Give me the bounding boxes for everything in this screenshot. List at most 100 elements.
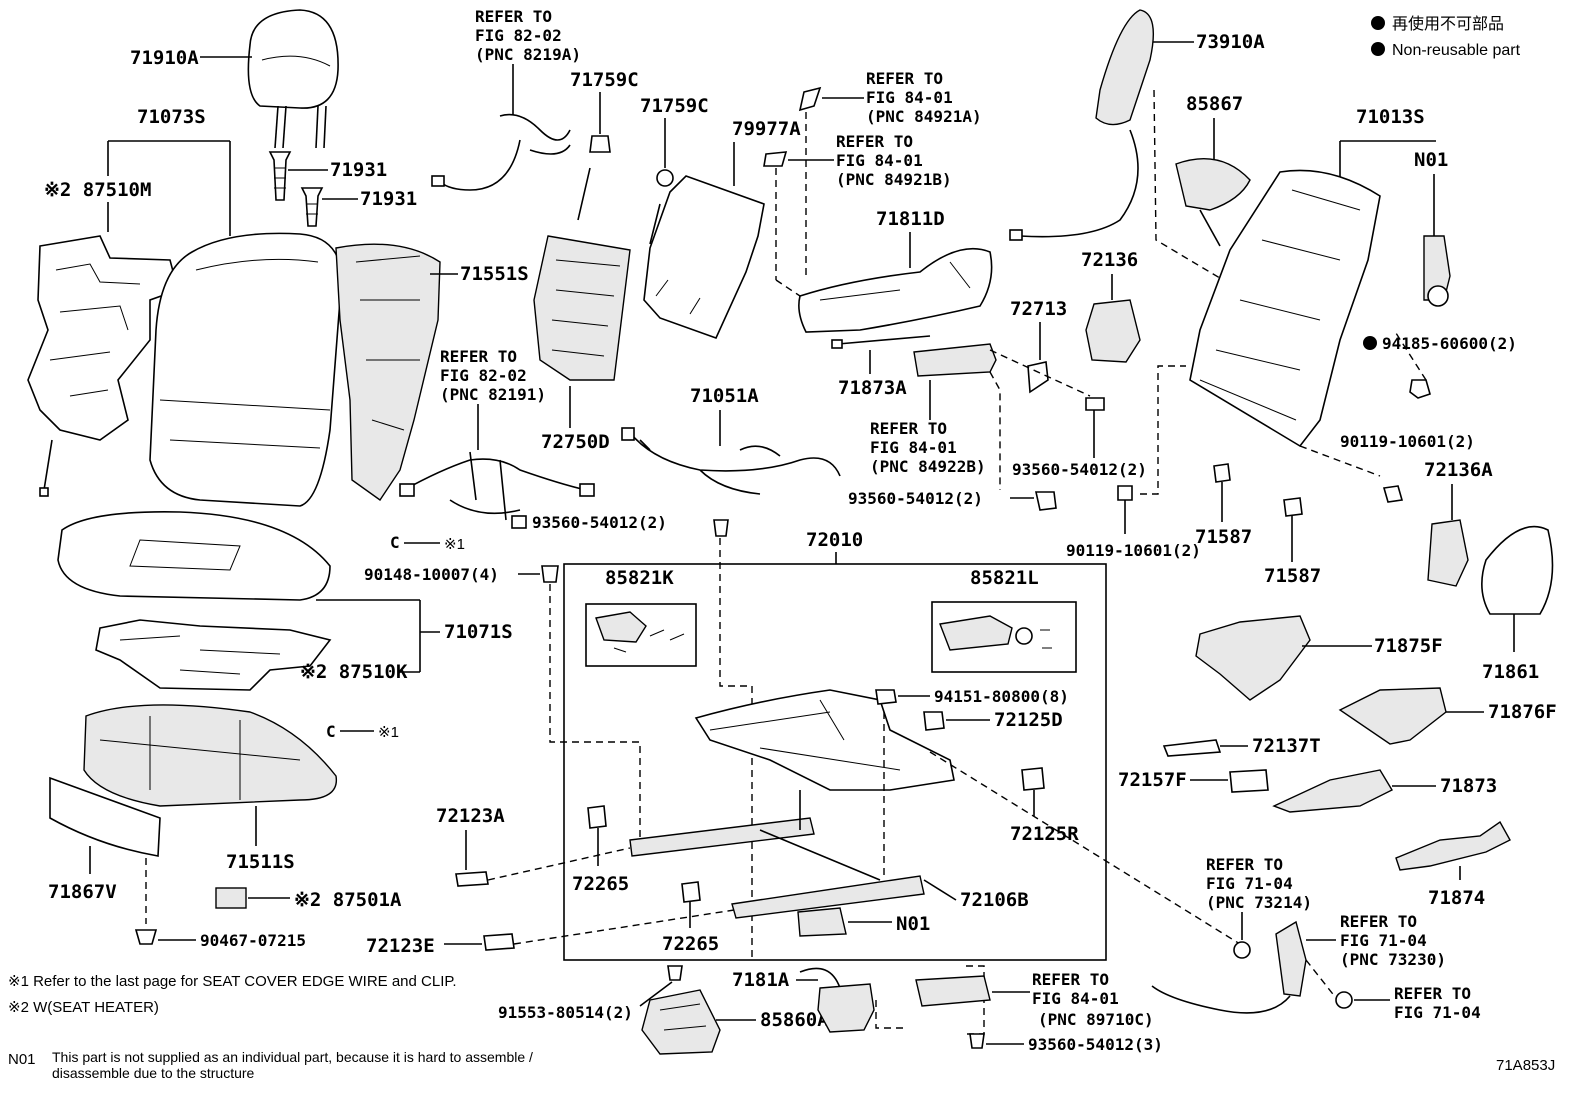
seat-side-cover-drawing	[1195, 615, 1311, 701]
clip-ref-note: ※1	[378, 724, 399, 741]
part-label-7181A: 7181A	[732, 969, 790, 991]
ref-fig-82-02b-line1: REFER TO	[440, 347, 517, 366]
non-reusable-marker-icon	[1371, 42, 1385, 56]
legend-jp: 再使用不可部品	[1392, 15, 1504, 33]
switch-bracket-drawing	[913, 343, 997, 377]
seat-side-cover-drawing	[1272, 769, 1393, 813]
footnote-n01-label: N01	[8, 1051, 36, 1068]
clip-drawing	[134, 929, 158, 945]
ref-fig-71-04c-line1: REFER TO	[1394, 984, 1471, 1003]
legend-en: Non-reusable part	[1392, 42, 1521, 59]
part-label-N01: N01	[896, 913, 930, 935]
part-label-85821L: 85821L	[970, 567, 1039, 589]
part-label-87510M: ※2 87510M	[44, 179, 151, 201]
headrest-drawing	[247, 9, 339, 149]
lifter-motor-drawing	[939, 615, 1052, 651]
part-label-71873: 71873	[1440, 775, 1497, 797]
part-label-71587: 71587	[1264, 565, 1321, 587]
switch-knob-drawing	[798, 86, 822, 112]
ref-fig-71-04a-line3: (PNC 73214)	[1206, 893, 1312, 912]
part-label-71759C: 71759C	[570, 69, 639, 91]
switch-assembly-drawing	[1427, 519, 1469, 587]
part-label-87501A: ※2 87501A	[294, 889, 402, 911]
ref-fig-84-01a-line3: (PNC 84921A)	[866, 107, 982, 126]
part-label-71931: 71931	[360, 188, 417, 210]
seat-harness-drawing	[399, 451, 595, 529]
part-label-90148-10007: 90148-10007(4)	[364, 565, 499, 584]
part-label-79977A: 79977A	[732, 118, 801, 140]
footnote-1: ※1 Refer to the last page for SEAT COVER…	[8, 973, 457, 990]
side-cover-drawing	[1481, 525, 1554, 615]
seat-cushion-cover-drawing	[57, 511, 331, 601]
non-reusable-marker-icon	[1371, 16, 1385, 30]
clip-drawing	[1213, 463, 1231, 483]
seat-frame-drawing	[629, 689, 955, 919]
control-module-drawing	[915, 975, 991, 1007]
part-label-72137T: 72137T	[1252, 735, 1321, 757]
front-trim-drawing	[49, 776, 161, 857]
part-label-94151-80800: 94151-80800(8)	[934, 687, 1069, 706]
part-label-72265: 72265	[572, 873, 629, 895]
part-label-72136: 72136	[1081, 249, 1138, 271]
ref-fig-71-04a-line1: REFER TO	[1206, 855, 1283, 874]
part-label-93560-54012: 93560-54012(3)	[1028, 1035, 1163, 1054]
seat-adjuster-box	[563, 563, 1107, 961]
grommet-drawing	[1233, 941, 1251, 959]
clip-ref-note: ※1	[444, 536, 465, 553]
ref-fig-71-04a-line2: FIG 71-04	[1206, 874, 1293, 893]
clip-drawing	[483, 933, 515, 951]
ref-fig-82-02-line3: (PNC 8219A)	[475, 45, 581, 64]
part-label-93560-54012: 93560-54012(2)	[848, 489, 983, 508]
footnote-n01-line1: This part is not supplied as an individu…	[52, 1049, 533, 1065]
heater-module-drawing	[215, 887, 247, 909]
part-label-71551S: 71551S	[460, 263, 529, 285]
screw-drawing	[667, 965, 683, 981]
switch-base-drawing	[641, 989, 721, 1055]
part-label-72125D: 72125D	[994, 709, 1063, 731]
part-label-71874: 71874	[1428, 887, 1485, 909]
part-label-90119-10601: 90119-10601(2)	[1340, 432, 1475, 451]
part-label-87510K: ※2 87510K	[300, 661, 408, 683]
clip-c-icon: C	[326, 722, 336, 741]
seat-wire-drawing	[621, 427, 841, 495]
ref-fig-82-02b-line2: FIG 82-02	[440, 366, 527, 385]
part-label-93560-54012: 93560-54012(2)	[1012, 460, 1147, 479]
part-label-91553-80514: 91553-80514(2)	[498, 1003, 633, 1022]
part-label-71873A: 71873A	[838, 377, 907, 399]
part-label-85867: 85867	[1186, 93, 1243, 115]
cushion-heater-drawing	[95, 619, 332, 691]
part-label-72123A: 72123A	[436, 805, 505, 827]
seatback-frame-drawing	[1189, 169, 1381, 448]
part-label-90119-10601: 90119-10601(2)	[1066, 541, 1201, 560]
part-label-72265: 72265	[662, 933, 719, 955]
ref-fig-84-01a-line2: FIG 84-01	[866, 88, 953, 107]
seatbelt-buckle-drawing	[1151, 920, 1307, 1014]
knob-drawing	[1229, 769, 1269, 793]
seatback-pad-drawing	[335, 243, 441, 501]
part-label-72010: 72010	[806, 529, 863, 551]
ref-fig-82-02b-line3: (PNC 82191)	[440, 385, 546, 404]
wire-harness-drawing	[431, 113, 571, 191]
lumbar-mat-drawing	[643, 175, 765, 340]
part-label-72136A: 72136A	[1424, 459, 1493, 481]
clip-drawing	[1027, 361, 1049, 394]
part-label-72123E: 72123E	[366, 935, 435, 957]
seatback-cover-drawing	[149, 232, 343, 507]
ref-fig-84-01b-line3: (PNC 84921B)	[836, 170, 952, 189]
ref-fig-84-01d-line2: FIG 84-01	[1032, 989, 1119, 1008]
footnote-2: ※2 W(SEAT HEATER)	[8, 999, 159, 1016]
non-reusable-marker-icon	[1363, 336, 1377, 350]
adjuster-switch-drawing	[799, 967, 875, 1033]
ref-fig-84-01c-line2: FIG 84-01	[870, 438, 957, 457]
heater-controller-drawing	[1175, 158, 1251, 211]
part-label-94185-60600: 94185-60600(2)	[1382, 334, 1517, 353]
part-label-73910A: 73910A	[1196, 31, 1265, 53]
part-label-71587: 71587	[1195, 526, 1252, 548]
part-label-71931: 71931	[330, 159, 387, 181]
ref-fig-71-04b-line3: (PNC 73230)	[1340, 950, 1446, 969]
part-label-71910A: 71910A	[130, 47, 199, 69]
ref-fig-71-04b-line2: FIG 71-04	[1340, 931, 1427, 950]
part-label-93560-54012: 93560-54012(2)	[532, 513, 667, 532]
seat-side-cover-drawing	[1338, 687, 1447, 745]
ref-fig-84-01c-line1: REFER TO	[870, 419, 947, 438]
